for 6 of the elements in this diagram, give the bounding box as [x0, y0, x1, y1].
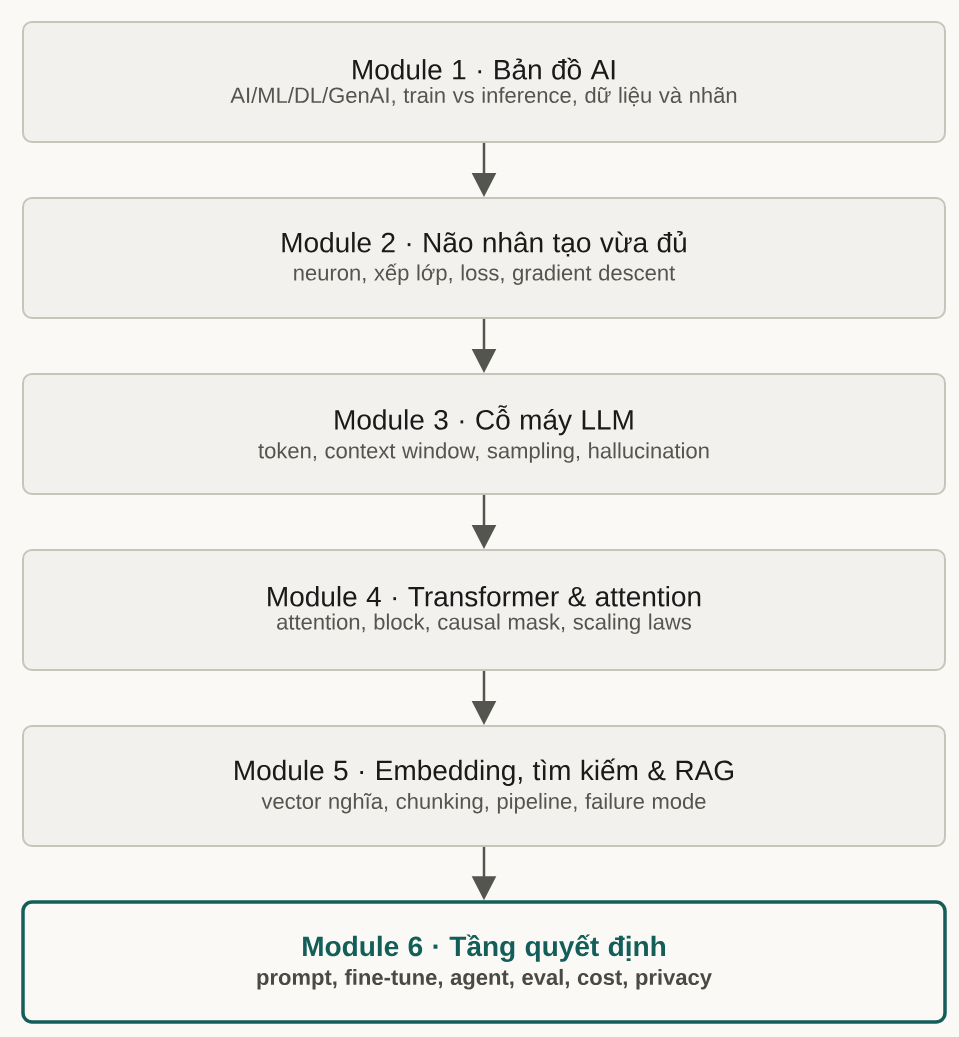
module-box: Module 5 · Embedding, tìm kiếm & RAG vector nghĩa, chunking, pipeline, failure mode: [22, 725, 946, 847]
module-box: Module 2 · Não nhân tạo vừa đủ neuron, xếp lớp, loss, gradient descent: [22, 197, 946, 319]
module-box: Module 1 · Bản đồ AI AI/ML/DL/GenAI, train vs inference, dữ liệu và nhãn: [22, 21, 946, 143]
module-box: Module 4 · Transformer & attention attention, block, causal mask, scaling laws: [22, 549, 946, 671]
highlighted-module-box: Module 6 · Tầng quyết định prompt, fine-tune, agent, eval, cost, privacy: [21, 900, 947, 1024]
module-box: Module 3 · Cỗ máy LLM token, context window, sampling, hallucination: [22, 373, 946, 495]
